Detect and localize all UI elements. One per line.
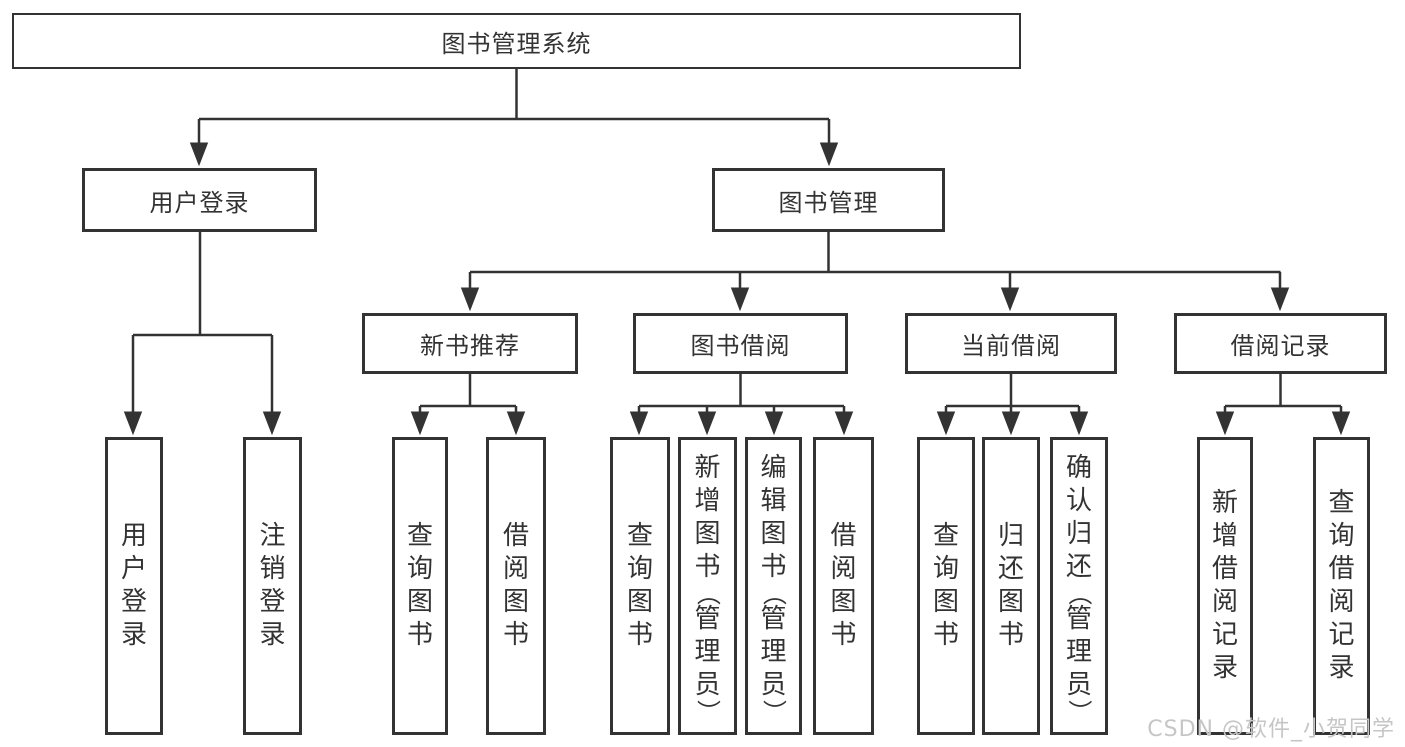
node-book-borrow: 图书借阅 bbox=[633, 313, 848, 374]
leaf-borrow-book-2: 借阅图书 bbox=[813, 437, 874, 735]
leaf-confirm-return-admin: 确认归还（管理员） bbox=[1050, 437, 1108, 735]
node-current-borrow: 当前借阅 bbox=[905, 313, 1117, 374]
leaf-query-book-1: 查询图书 bbox=[392, 437, 448, 735]
node-user-login: 用户登录 bbox=[82, 168, 317, 232]
leaf-query-borrow-record: 查询借阅记录 bbox=[1313, 437, 1370, 735]
leaf-user-login: 用户登录 bbox=[105, 437, 163, 735]
leaf-edit-book-admin: 编辑图书（管理员） bbox=[745, 437, 802, 735]
leaf-query-book-3: 查询图书 bbox=[917, 437, 975, 735]
leaf-return-book: 归还图书 bbox=[982, 437, 1040, 735]
node-root: 图书管理系统 bbox=[12, 13, 1021, 69]
watermark: CSDN @软件_小贺同学 bbox=[1147, 717, 1395, 742]
leaf-query-book-2: 查询图书 bbox=[610, 437, 670, 735]
node-book-management: 图书管理 bbox=[712, 168, 945, 232]
leaf-logout: 注销登录 bbox=[243, 437, 302, 735]
leaf-add-borrow-record: 新增借阅记录 bbox=[1197, 437, 1253, 735]
node-new-book-recommend: 新书推荐 bbox=[362, 313, 578, 374]
leaf-add-book-admin: 新增图书（管理员） bbox=[678, 437, 737, 735]
node-borrow-records: 借阅记录 bbox=[1174, 313, 1387, 374]
leaf-borrow-book-1: 借阅图书 bbox=[486, 437, 546, 735]
